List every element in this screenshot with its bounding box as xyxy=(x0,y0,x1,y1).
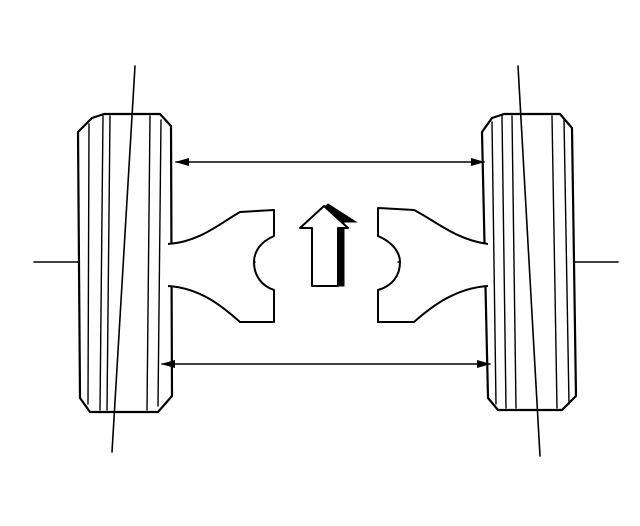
right-axle-hub xyxy=(377,207,489,323)
left-wheel-plane xyxy=(111,65,136,453)
right-wheel xyxy=(480,65,578,457)
left-axle-hub xyxy=(167,209,275,323)
direction-arrow-icon xyxy=(299,203,358,287)
right-wheel-plane xyxy=(517,65,541,457)
left-wheel xyxy=(76,65,174,453)
